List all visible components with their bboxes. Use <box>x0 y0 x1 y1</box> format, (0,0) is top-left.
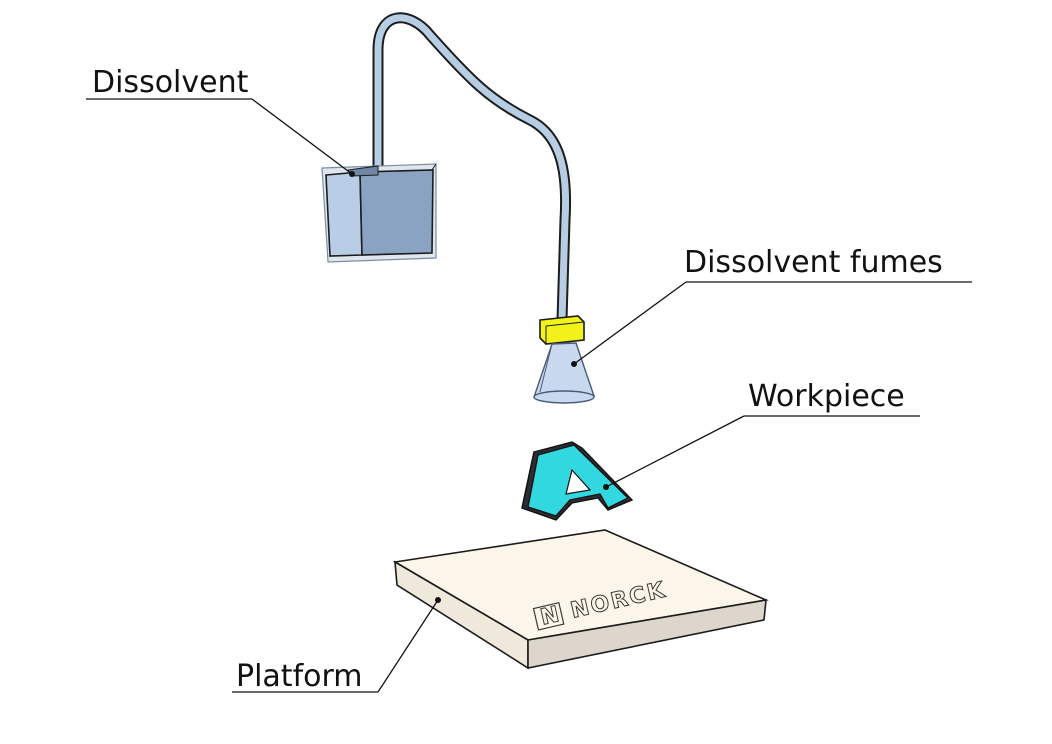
platform: N NORCK <box>392 529 769 670</box>
dissolvent-tank <box>321 163 437 263</box>
leader-workpiece <box>603 415 920 490</box>
label-dissolvent-fumes: Dissolvent fumes <box>684 245 943 280</box>
label-platform: Platform <box>236 659 363 694</box>
leader-platform <box>232 597 441 693</box>
leader-dissolvent-fumes <box>571 281 972 367</box>
label-dissolvent: Dissolvent <box>92 65 249 100</box>
fumes-cone <box>533 342 595 404</box>
workpiece <box>521 441 634 521</box>
nozzle <box>539 315 585 345</box>
leader-dissolvent <box>86 98 355 177</box>
dissolvent-tube <box>372 12 572 326</box>
label-workpiece: Workpiece <box>748 379 905 414</box>
logo-mark-box <box>532 601 565 631</box>
